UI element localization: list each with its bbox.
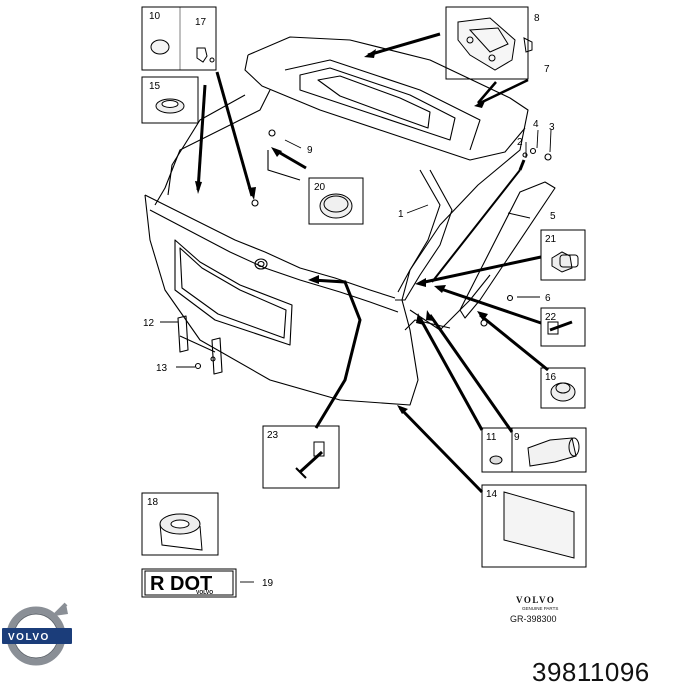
box-parts: [150, 17, 580, 559]
callout-5: 5: [550, 211, 556, 222]
callout-2: 2: [517, 137, 523, 148]
reference-code: GR-398300: [510, 614, 557, 624]
thin-leaders: [160, 129, 552, 583]
box-num-11: 11: [486, 432, 497, 443]
box-23: [262, 425, 340, 489]
leader-arrows: [196, 32, 549, 494]
callout-12: 12: [143, 318, 155, 329]
pad-14: [503, 491, 575, 559]
box-16: [540, 367, 586, 409]
brand-stamp: VOLVO GENUINE PARTS GR-398300: [510, 595, 558, 624]
tailgate-assembly: [144, 36, 556, 406]
callout-13: 13: [156, 363, 168, 374]
cover-20: [319, 193, 353, 219]
box-10-17: [141, 6, 217, 71]
stud-23: [298, 450, 324, 474]
box-num-22: 22: [545, 312, 557, 323]
washer-11: [489, 455, 503, 465]
hinge-part: [457, 17, 516, 71]
box-18: [141, 492, 219, 556]
box-15: [141, 76, 199, 124]
rdot-label: R DOT VOLVO: [144, 570, 234, 596]
callout-6: 6: [545, 293, 551, 304]
box-rdot: [141, 568, 237, 598]
detail-boxes: [141, 6, 587, 598]
brand-subtitle: GENUINE PARTS: [522, 606, 558, 611]
box-hinge-7-8: [445, 6, 529, 80]
box-14: [481, 484, 587, 568]
logo-word: VOLVO: [8, 632, 50, 643]
clip-17: [196, 47, 208, 63]
callout-numbers: 1 2 3 4 5 6 7 8 9 12 13 19: [143, 13, 556, 589]
box-num-14: 14: [486, 489, 498, 500]
part-number: 39811096: [532, 657, 650, 687]
box-num-23: 23: [267, 430, 279, 441]
box-num-15: 15: [149, 81, 161, 92]
brand-name: VOLVO: [516, 595, 555, 605]
arrow-heads: [195, 49, 488, 414]
box-numbers: 10 17 15 20 21 22 16 11 9 23 14 18: [147, 11, 557, 508]
callout-9: 9: [307, 145, 313, 156]
box-num-16: 16: [545, 372, 557, 383]
screw-22: [549, 320, 573, 332]
box-20: [308, 177, 364, 225]
box-num-21: 21: [545, 234, 557, 245]
box-num-9: 9: [514, 432, 520, 443]
plug-10: [150, 39, 170, 55]
callout-19: 19: [262, 578, 274, 589]
cap-16: [550, 382, 576, 402]
box-num-20: 20: [314, 182, 326, 193]
callout-7: 7: [544, 64, 550, 75]
callout-3: 3: [549, 122, 555, 133]
box-9: [511, 427, 587, 473]
box-num-18: 18: [147, 497, 159, 508]
holder-9: [527, 437, 577, 467]
callout-8: 8: [534, 13, 540, 24]
box-21: [540, 229, 586, 281]
box-22: [540, 307, 586, 347]
box-num-10: 10: [149, 11, 161, 22]
rdot-text: R DOT: [150, 573, 212, 595]
box-num-17: 17: [195, 17, 207, 28]
volvo-logo: VOLVO: [2, 602, 72, 666]
callout-4: 4: [533, 119, 539, 130]
callout-1: 1: [398, 209, 404, 220]
rdot-subtext: VOLVO: [196, 590, 213, 596]
